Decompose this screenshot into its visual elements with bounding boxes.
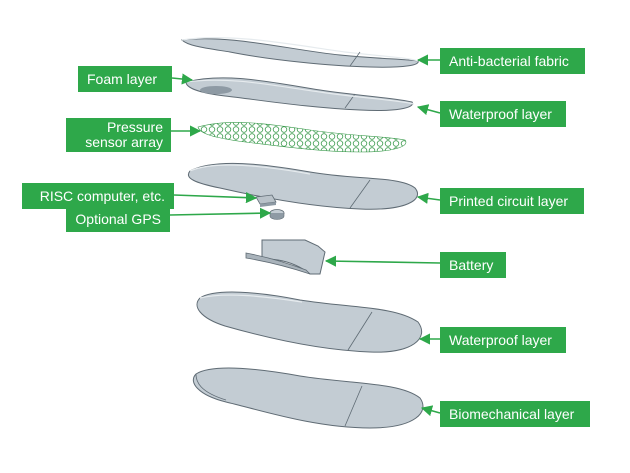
label-biomechanical-layer: Biomechanical layer <box>440 401 590 427</box>
label-waterproof-layer-top: Waterproof layer <box>440 101 566 127</box>
battery-shape <box>245 239 326 275</box>
arrow-battery <box>324 255 441 267</box>
label-optional-gps: Optional GPS <box>66 206 170 232</box>
label-anti-bacterial-fabric: Anti-bacterial fabric <box>440 48 585 74</box>
waterproof-layer-top <box>185 79 415 105</box>
risc-computer-chip <box>255 194 277 207</box>
arrow-printed-circuit <box>416 192 441 204</box>
gps-module <box>269 209 285 220</box>
arrow-gps <box>169 207 272 219</box>
label-pressure-sensor-array: Pressure sensor array <box>66 118 171 152</box>
arrow-waterproof-top <box>416 104 441 116</box>
arrow-foam <box>171 73 194 85</box>
waterproof-layer-bottom <box>196 291 423 353</box>
label-battery: Battery <box>440 252 506 278</box>
anti-bacterial-fabric-layer <box>180 37 419 68</box>
label-foam-layer: Foam layer <box>78 66 172 92</box>
leader-arrows <box>169 54 441 417</box>
arrow-risc <box>173 192 258 204</box>
biomechanical-layer <box>192 367 424 429</box>
foam-layer <box>185 77 413 111</box>
arrow-biomechanical <box>420 405 441 417</box>
label-risc-computer: RISC computer, etc. <box>22 183 174 209</box>
pressure-sensor-array-mesh <box>197 122 407 153</box>
label-waterproof-layer-bottom: Waterproof layer <box>440 327 566 353</box>
label-printed-circuit-layer: Printed circuit layer <box>440 188 584 214</box>
printed-circuit-layer <box>188 162 418 210</box>
